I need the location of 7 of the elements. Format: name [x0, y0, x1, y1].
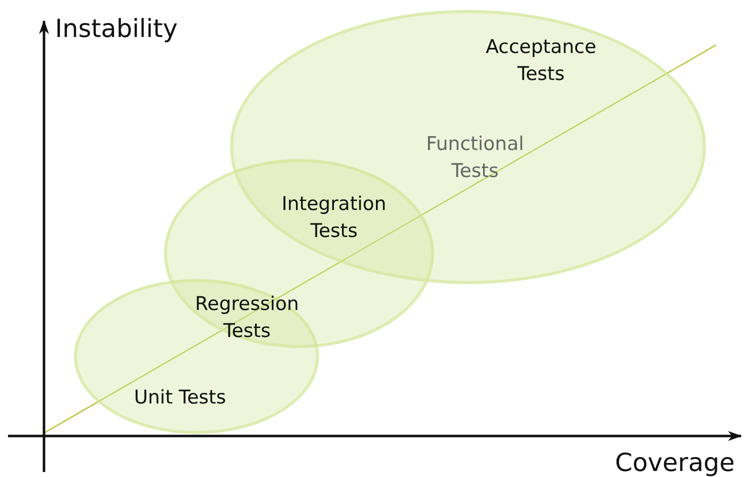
- ellipse-label: Functional Tests: [425, 132, 525, 184]
- ellipse-label: Unit Tests: [132, 386, 228, 410]
- ellipse-label: Integration Tests: [280, 192, 388, 244]
- ellipse-label: Regression Tests: [194, 292, 300, 344]
- ellipse-label: Acceptance Tests: [484, 35, 598, 87]
- axis-label: Coverage: [615, 450, 735, 475]
- axis-label: Instability: [55, 16, 178, 41]
